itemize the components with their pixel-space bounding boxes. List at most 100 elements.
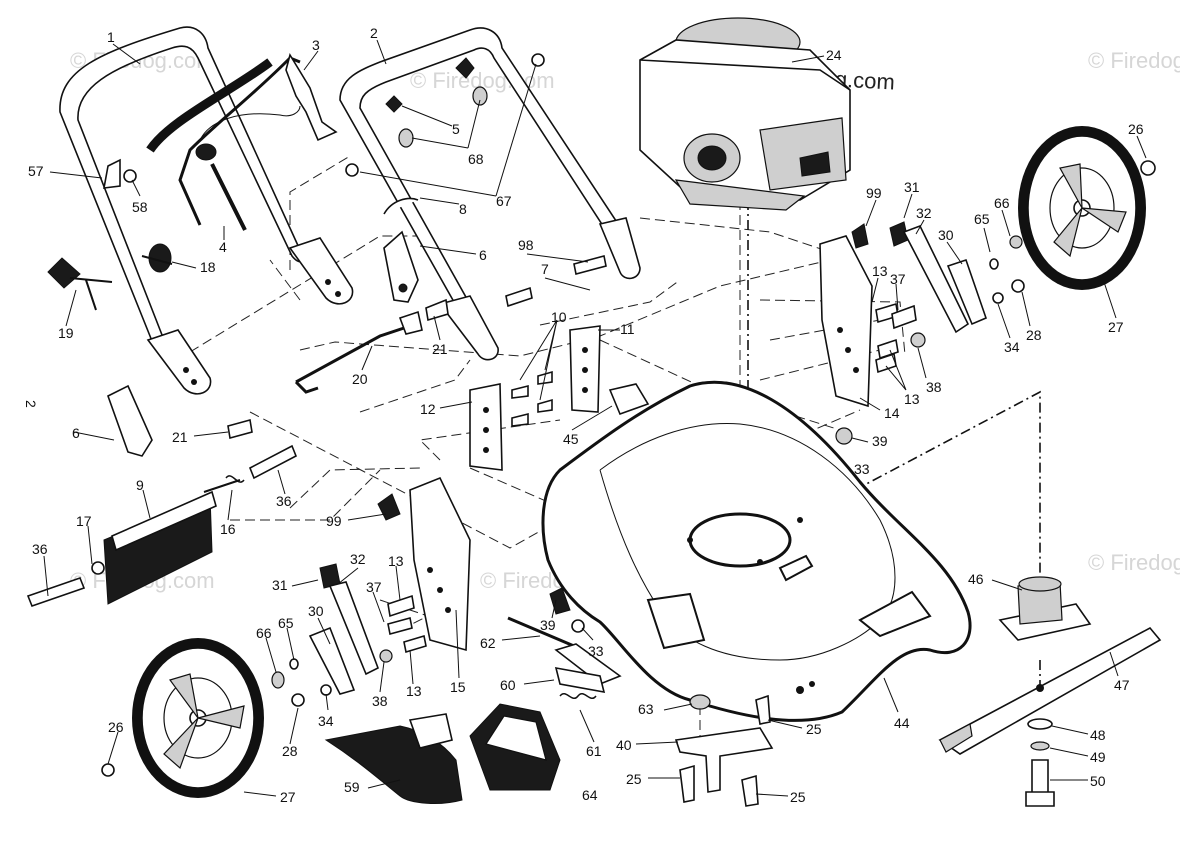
callout-19: 19 [58,325,74,341]
callout-62: 62 [480,635,496,651]
bolts-21 [227,255,607,440]
callout-59: 59 [344,779,360,795]
callout-49: 49 [1090,749,1106,765]
callout-39: 39 [540,617,556,633]
callout-3: 3 [312,37,320,53]
callout-36: 36 [276,493,292,509]
callout-38: 38 [372,693,388,709]
left-rear-wheel [101,638,264,798]
callout-37: 37 [890,271,906,287]
callout-16: 16 [220,521,236,537]
callout-57: 57 [28,163,44,179]
callout-36: 36 [32,541,48,557]
callout-5: 5 [452,121,460,137]
callout-15: 15 [450,679,466,695]
callout-9: 9 [136,477,144,493]
callout-10: 10 [551,309,567,325]
watermark: © Firedog [1088,550,1180,575]
side-note: 2 [23,400,39,408]
callout-47: 47 [1114,677,1130,693]
callout-18: 18 [200,259,216,275]
right-rear-wheel [1018,126,1156,290]
callout-31: 31 [272,577,288,593]
callout-65: 65 [278,615,294,631]
blade-adapter-parts [674,694,774,807]
callout-6: 6 [479,247,487,263]
callout-labels: 1 2 3 24 26 57 58 4 5 68 8 67 18 6 98 7 … [28,25,1144,805]
callout-63: 63 [638,701,654,717]
callout-28: 28 [282,743,298,759]
callout-25: 25 [790,789,806,805]
callout-11: 11 [620,321,635,337]
callout-13: 13 [406,683,422,699]
callout-26: 26 [1128,121,1144,137]
callout-50: 50 [1090,773,1106,789]
callout-30: 30 [308,603,324,619]
height-brackets [469,325,650,471]
mower-deck [541,380,972,722]
callout-68: 68 [468,151,484,167]
rear-shield-parts [507,587,622,699]
callout-28: 28 [1026,327,1042,343]
operator-bail [146,52,338,226]
callout-65: 65 [974,211,990,227]
right-height-plate [819,221,1025,473]
callout-26: 26 [108,719,124,735]
callout-17: 17 [76,513,92,529]
cable-clip [103,158,137,189]
axle-bolts [26,444,298,608]
callout-58: 58 [132,199,148,215]
callout-34: 34 [318,713,334,729]
callout-6: 6 [72,425,80,441]
upper-handle [339,27,641,361]
callout-32: 32 [916,205,932,221]
callout-21: 21 [172,429,188,445]
leader-lines [43,39,1147,797]
callout-25: 25 [806,721,822,737]
callout-40: 40 [616,737,632,753]
callout-39: 39 [872,433,888,449]
watermark: © Firedog [1088,48,1180,73]
cutting-blade [938,626,1162,755]
engine [639,17,851,211]
mulch-plug-and-chute [324,703,561,804]
callout-60: 60 [500,677,516,693]
callout-44: 44 [894,715,910,731]
cable-guide-upper [383,230,419,303]
callout-32: 32 [350,551,366,567]
callout-30: 30 [938,227,954,243]
callout-21: 21 [432,341,448,357]
callout-27: 27 [280,789,296,805]
callout-67: 67 [496,193,512,209]
callout-37: 37 [366,579,382,595]
height-adjust-rod [294,310,423,394]
callout-7: 7 [541,261,549,277]
blade-bolt-stack [1025,718,1055,807]
callout-33: 33 [854,461,870,477]
control-cable [195,105,301,231]
callout-31: 31 [904,179,920,195]
callout-8: 8 [459,201,467,217]
callout-99: 99 [326,513,342,529]
callout-64: 64 [582,787,598,803]
lower-handle [59,26,354,395]
callout-20: 20 [352,371,368,387]
callout-61: 61 [586,743,602,759]
callout-1: 1 [107,29,115,45]
callout-13: 13 [872,263,888,279]
callout-46: 46 [968,571,984,587]
handle-knobs [47,243,173,311]
callout-2: 2 [370,25,378,41]
callout-45: 45 [563,431,579,447]
callout-13: 13 [388,553,404,569]
callout-34: 34 [1004,339,1020,355]
callout-13: 13 [904,391,920,407]
callout-24: 24 [826,47,842,63]
callout-66: 66 [994,195,1010,211]
callout-14: 14 [884,405,900,421]
callout-27: 27 [1108,319,1124,335]
callout-38: 38 [926,379,942,395]
callout-66: 66 [256,625,272,641]
